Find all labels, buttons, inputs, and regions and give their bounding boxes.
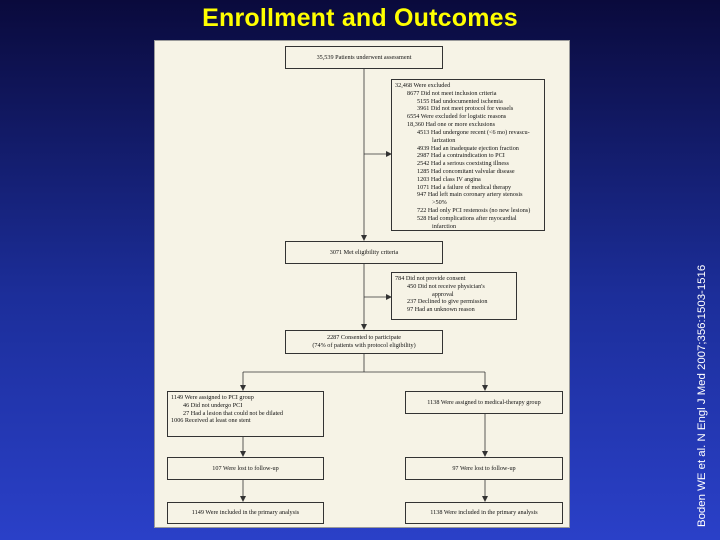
eligibility-box: 3071 Met eligibility criteria [285,241,443,264]
excluded-title: 32,468 Were excluded [395,82,451,89]
pci-group-box: 1149 Were assigned to PCI group 46 Did n… [167,391,324,437]
flowchart-connectors [240,69,488,502]
pci-lost-box: 107 Were lost to follow-up [167,457,324,480]
assessment-text: 35,539 Patients underwent assessment [316,53,412,61]
excluded-reason-row: 1285 Had concomitant valvular disease [417,167,515,175]
excluded-box: 32,468 Were excluded 8677 Did not meet i… [391,79,545,231]
excluded-reason-row: 2987 Had a contraindication to PCI [417,152,505,160]
excluded-reason-row: 4513 Had undergone recent (<6 mo) revasc… [417,128,530,136]
pci-detail-row: 1006 Received at least one stent [171,417,251,425]
excluded-reason-row: 8677 Did not meet inclusion criteria [407,89,497,97]
medical-group-box: 1138 Were assigned to medical-therapy gr… [405,391,563,414]
slide-title: Enrollment and Outcomes [202,4,518,32]
excluded-reason-row: 1071 Had a failure of medical therapy [417,183,512,191]
pci-detail-row: 46 Did not undergo PCI [183,401,243,409]
citation-text: Boden WE et al. N Engl J Med 2007;356:15… [696,264,708,527]
excluded-reason-row: larization [432,136,456,144]
no-consent-reason-row: 237 Declined to give permission [407,298,488,306]
no-consent-reason-row: 450 Did not receive physician's [407,282,485,290]
excluded-reason-row: 18,360 Had one or more exclusions [407,121,495,129]
assessment-box: 35,539 Patients underwent assessment [285,46,443,69]
medical-group-text: 1138 Were assigned to medical-therapy gr… [427,398,541,406]
no-consent-title: 784 Did not provide consent [395,275,466,282]
excluded-reason-row: 722 Had only PCI restenosis (no new lesi… [417,207,531,214]
excluded-reason-row: 2542 Had a serious coexisting illness [417,160,509,168]
excluded-reason-row: infarction [432,222,457,230]
medical-primary-box: 1138 Were included in the primary analys… [405,502,563,524]
medical-primary-text: 1138 Were included in the primary analys… [430,509,538,517]
consented-line-2: (74% of patients with protocol eligibili… [312,342,416,349]
pci-primary-box: 1149 Were included in the primary analys… [167,502,324,524]
pci-detail-row: 27 Had a lesion that could not be dilate… [183,409,284,417]
excluded-reason-row: 6554 Were excluded for logistic reasons [407,113,507,121]
pci-group-title: 1149 Were assigned to PCI group [171,394,254,401]
excluded-reason-row: 4939 Had an inadequate ejection fraction [417,144,519,152]
consented-line-1: 2287 Consented to participate [326,334,402,342]
consented-box: 2287 Consented to participate (74% of pa… [285,330,443,354]
pci-lost-text: 107 Were lost to follow-up [212,464,279,472]
no-consent-reason-row: 97 Had an unknown reason [407,306,475,314]
excluded-reason-row: >50% [432,199,447,207]
excluded-reason-row: 5155 Had undocumented ischemia [417,97,503,105]
pci-primary-text: 1149 Were included in the primary analys… [191,509,300,517]
medical-lost-text: 97 Were lost to follow-up [452,464,516,472]
flowchart-panel: 35,539 Patients underwent assessment 32,… [154,40,570,528]
no-consent-box: 784 Did not provide consent 450 Did not … [391,272,517,320]
eligibility-text: 3071 Met eligibility criteria [329,248,399,256]
excluded-reason-row: 947 Had left main coronary artery stenos… [417,191,523,199]
medical-lost-box: 97 Were lost to follow-up [405,457,563,480]
excluded-reason-row: 1203 Had class IV angina [417,175,481,183]
excluded-reason-row: 528 Had complications after myocardial [417,214,517,222]
excluded-reason-row: 3961 Did not meet protocol for vessels [417,105,514,113]
no-consent-reason-row: approval [432,290,454,298]
